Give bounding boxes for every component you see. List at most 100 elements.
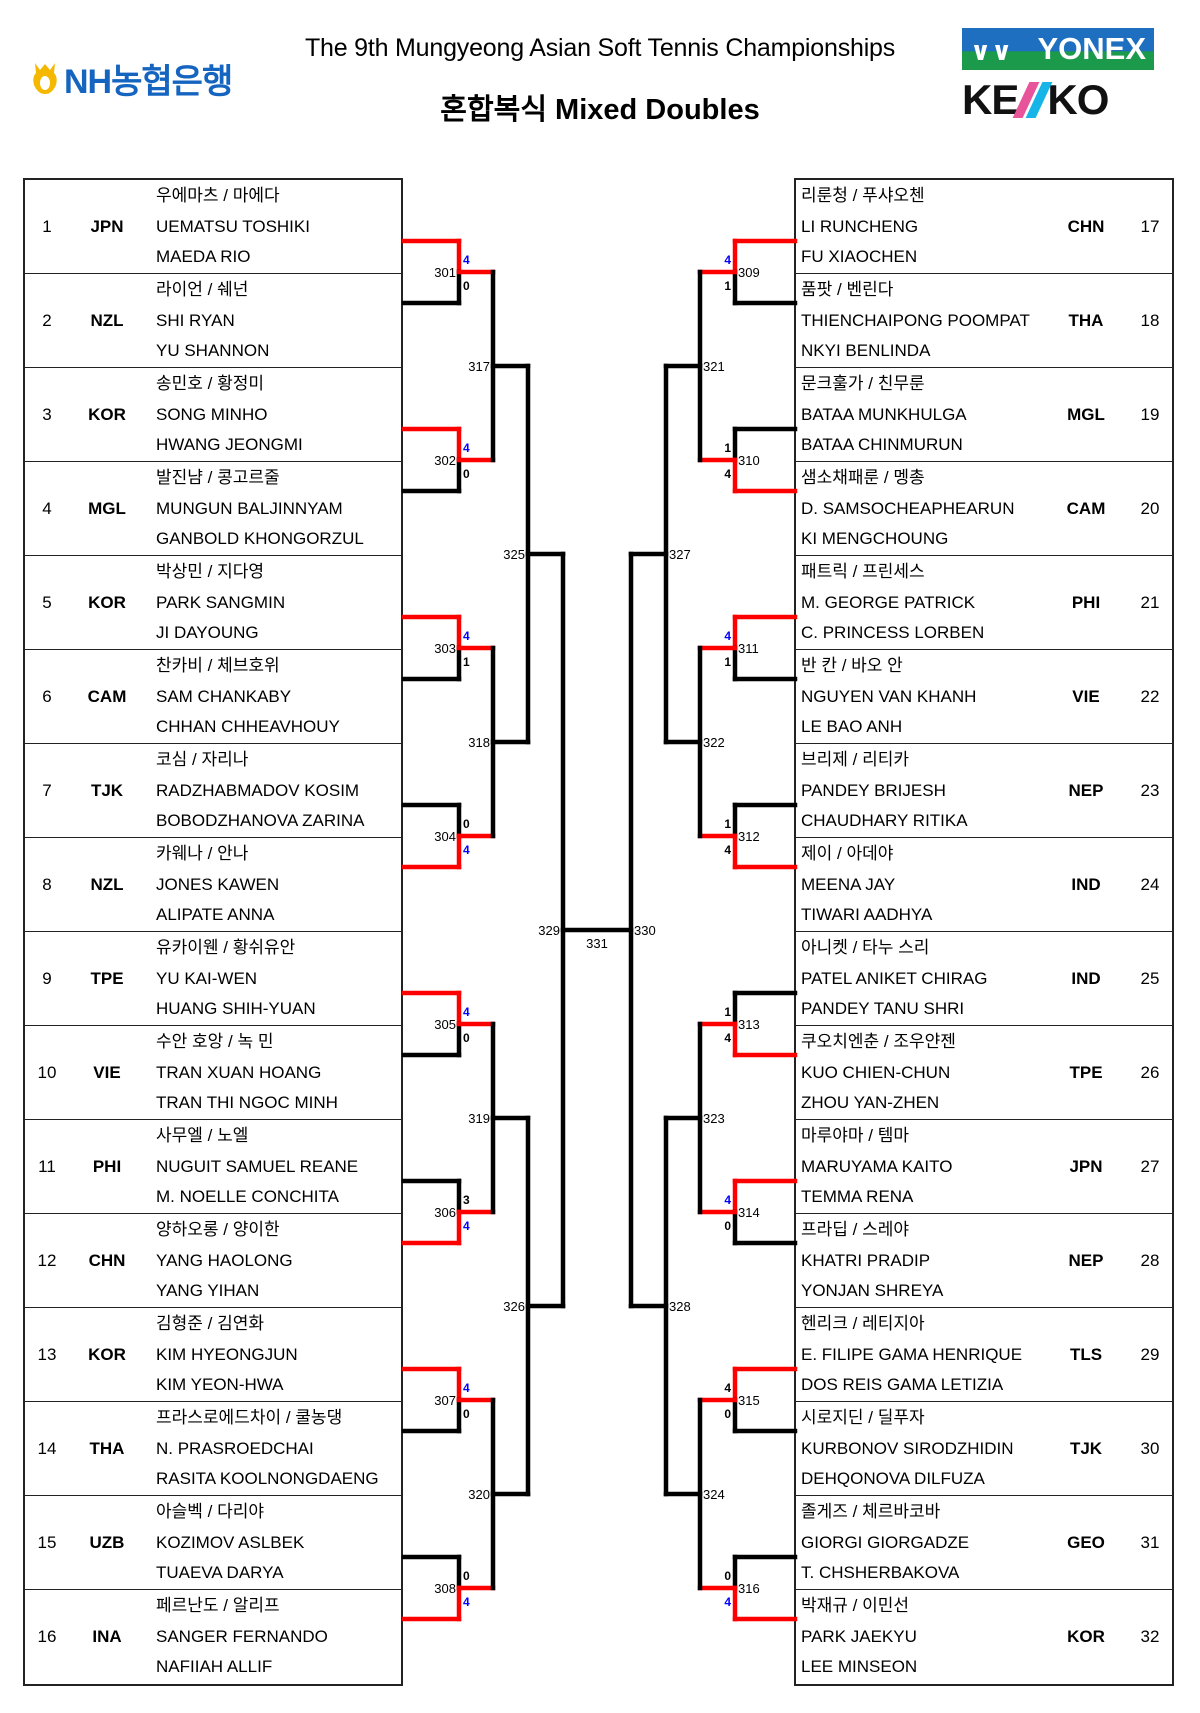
match-number: 326 xyxy=(503,1299,525,1314)
seed-number: 24 xyxy=(1140,875,1160,894)
korean-names: 카웨나 / 안나 xyxy=(156,844,249,863)
event-title: 혼합복식 Mixed Doubles xyxy=(440,94,760,126)
korean-names: 아슬벡 / 다리야 xyxy=(156,1502,265,1521)
player-2-name: DOS REIS GAMA LETIZIA xyxy=(801,1375,1004,1394)
player-2-name: NKYI BENLINDA xyxy=(801,341,931,360)
seed-number: 18 xyxy=(1140,311,1160,330)
korean-names: 우에마츠 / 마에다 xyxy=(156,186,280,205)
player-2-name: LEE MINSEON xyxy=(801,1657,918,1676)
nation-code: IND xyxy=(1071,875,1101,894)
player-1-name: NUGUIT SAMUEL REANE xyxy=(156,1157,359,1176)
player-1-name: E. FILIPE GAMA HENRIQUE xyxy=(801,1345,1023,1364)
player-2-name: ALIPATE ANNA xyxy=(156,905,275,924)
seed-number: 30 xyxy=(1140,1439,1160,1458)
player-1-name: MUNGUN BALJINNYAM xyxy=(156,499,343,518)
match-number: 310 xyxy=(738,453,760,468)
match-number: 313 xyxy=(738,1017,760,1032)
player-1-name: SANGER FERNANDO xyxy=(156,1627,328,1646)
seed-number: 26 xyxy=(1140,1063,1160,1082)
korean-names: 헨리크 / 레티지아 xyxy=(801,1314,925,1333)
match-number: 316 xyxy=(738,1581,760,1596)
match-score: 4 xyxy=(463,1219,470,1233)
player-2-name: GANBOLD KHONGORZUL xyxy=(156,529,364,548)
korean-names: 코심 / 자리나 xyxy=(156,750,249,769)
match-number: 302 xyxy=(434,453,456,468)
nation-code: MGL xyxy=(1067,405,1105,424)
match-score: 0 xyxy=(724,1569,731,1583)
match-number: 317 xyxy=(468,359,490,374)
kenko-logo: KE KO xyxy=(962,76,1154,123)
player-1-name: KURBONOV SIRODZHIDIN xyxy=(801,1439,1014,1458)
match-score: 4 xyxy=(463,629,470,643)
player-1-name: M. GEORGE PATRICK xyxy=(801,593,976,612)
seed-number: 5 xyxy=(42,593,52,612)
semifinal-match-number: 329 xyxy=(538,923,560,938)
seed-number: 10 xyxy=(37,1063,57,1082)
nation-code: CHN xyxy=(88,1251,126,1270)
player-1-name: KHATRI PRADIP xyxy=(801,1251,931,1270)
korean-names: 반 칸 / 바오 안 xyxy=(801,656,903,675)
player-1-name: BATAA MUNKHULGA xyxy=(801,405,967,424)
nation-code: NEP xyxy=(1068,781,1104,800)
player-1-name: TRAN XUAN HOANG xyxy=(156,1063,322,1082)
seed-number: 3 xyxy=(42,405,52,424)
player-1-name: SHI RYAN xyxy=(156,311,235,330)
korean-names: 문크훌가 / 친무룬 xyxy=(801,374,925,393)
player-2-name: C. PRINCESS LORBEN xyxy=(801,623,985,642)
match-score: 1 xyxy=(724,817,731,831)
match-score: 4 xyxy=(724,1031,731,1045)
korean-names: 품팟 / 벤린다 xyxy=(801,280,894,299)
player-1-name: RADZHABMADOV KOSIM xyxy=(156,781,360,800)
seed-number: 21 xyxy=(1140,593,1160,612)
match-number: 324 xyxy=(703,1487,725,1502)
final-match-number: 331 xyxy=(586,936,608,951)
seed-number: 6 xyxy=(42,687,52,706)
match-number: 315 xyxy=(738,1393,760,1408)
nation-code: TPE xyxy=(90,969,124,988)
player-2-name: KI MENGCHOUNG xyxy=(801,529,949,548)
nation-code: VIE xyxy=(93,1063,121,1082)
nation-code: TPE xyxy=(1069,1063,1103,1082)
match-number: 312 xyxy=(738,829,760,844)
match-score: 1 xyxy=(724,1005,731,1019)
nation-code: TJK xyxy=(1069,1439,1103,1458)
nation-code: THA xyxy=(89,1439,125,1458)
match-score: 4 xyxy=(724,253,731,267)
match-number: 322 xyxy=(703,735,725,750)
player-2-name: LE BAO ANH xyxy=(801,717,903,736)
match-number: 328 xyxy=(669,1299,691,1314)
nation-code: CHN xyxy=(1067,217,1105,236)
tournament-title: The 9th Mungyeong Asian Soft Tennis Cham… xyxy=(304,34,896,62)
player-2-name: JI DAYOUNG xyxy=(156,623,259,642)
korean-names: 유카이웬 / 황쉬유안 xyxy=(156,938,296,957)
player-2-name: DEHQONOVA DILFUZA xyxy=(801,1469,985,1488)
player-2-name: HWANG JEONGMI xyxy=(156,435,303,454)
seed-number: 23 xyxy=(1140,781,1160,800)
seed-number: 13 xyxy=(37,1345,57,1364)
yonex-logo: ∨∨ YONEX xyxy=(962,28,1154,70)
yonex-logo-text: YONEX xyxy=(1037,31,1146,66)
player-2-name: YANG YIHAN xyxy=(156,1281,260,1300)
player-2-name: M. NOELLE CONCHITA xyxy=(156,1187,339,1206)
match-score: 0 xyxy=(463,817,470,831)
korean-names: 찬카비 / 체브호위 xyxy=(156,656,280,675)
player-2-name: YONJAN SHREYA xyxy=(801,1281,944,1300)
nation-code: JPN xyxy=(90,217,124,236)
player-1-name: LI RUNCHENG xyxy=(801,217,919,236)
match-score: 4 xyxy=(463,253,470,267)
